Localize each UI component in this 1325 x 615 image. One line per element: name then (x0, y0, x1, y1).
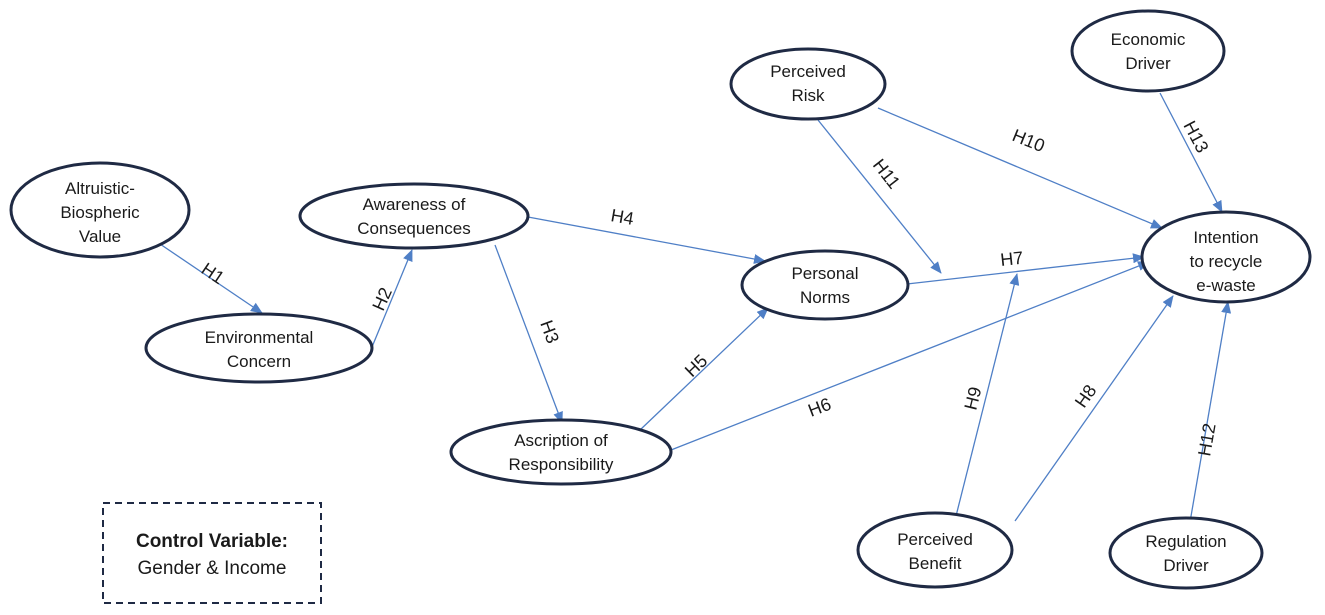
edge-label-h5: H5 (681, 351, 711, 381)
node-perceived-risk: Perceived Risk (729, 47, 887, 121)
control-variable-body: Gender & Income (138, 558, 287, 579)
edge-h6 (670, 261, 1150, 451)
node-label-line: Responsibility (509, 455, 614, 474)
edge-label-h6: H6 (805, 394, 834, 421)
node-label-line: Economic (1111, 30, 1186, 49)
node-economic-driver: Economic Driver (1070, 9, 1226, 93)
node-label-line: Concern (227, 352, 291, 371)
edge-h1 (159, 243, 263, 314)
node-personal-norms: Personal Norms (740, 249, 910, 321)
edge-h9 (954, 273, 1020, 521)
edge-h4 (527, 216, 766, 264)
node-label-line: Driver (1163, 556, 1209, 575)
node-label-line: Norms (800, 288, 850, 307)
node-label-line: e-waste (1196, 276, 1256, 295)
node-intention-to-recycle: Intention to recycle e-waste (1140, 210, 1312, 304)
node-regulation-driver: Regulation Driver (1108, 516, 1264, 590)
node-label-line: Ascription of (514, 431, 608, 450)
edges (159, 92, 1232, 523)
edge-h12 (1189, 301, 1232, 523)
node-label-line: to recycle (1190, 252, 1263, 271)
node-label-line: Biospheric (60, 203, 140, 222)
edge-label-h11: H11 (869, 155, 904, 192)
edge-h5 (639, 307, 769, 431)
edge-label-h8: H8 (1071, 381, 1101, 411)
node-environmental-concern: Environmental Concern (144, 312, 374, 384)
node-label-line: Driver (1125, 54, 1171, 73)
edge-label-h7: H7 (999, 248, 1024, 270)
edge-label-h9: H9 (960, 385, 985, 412)
edge-label-h4: H4 (609, 205, 635, 229)
edge-labels: H1 H2 H3 H4 H5 H6 H7 H8 H9 H10 H11 H12 H… (198, 117, 1220, 457)
edge-label-h2: H2 (368, 284, 396, 313)
edge-h7 (906, 253, 1145, 285)
node-label-line: Environmental (205, 328, 314, 347)
control-variable-title: Control Variable: (136, 531, 288, 552)
edge-h10 (877, 107, 1163, 229)
node-label-line: Intention (1193, 228, 1258, 247)
node-label-line: Personal (791, 264, 858, 283)
node-ascription-of-responsibility: Ascription of Responsibility (449, 418, 673, 486)
control-variable-box: Control Variable: Gender & Income (102, 502, 322, 604)
edge-h13 (1159, 92, 1223, 213)
edge-h8 (1014, 295, 1174, 522)
node-perceived-benefit: Perceived Benefit (856, 511, 1014, 589)
node-label-line: Risk (791, 86, 825, 105)
node-label-line: Value (79, 227, 121, 246)
edge-label-h13: H13 (1179, 117, 1212, 156)
node-label-line: Perceived (770, 62, 846, 81)
node-label-line: Regulation (1145, 532, 1226, 551)
edge-label-h3: H3 (536, 318, 563, 346)
edge-h11 (817, 119, 942, 274)
edge-h2 (371, 249, 413, 348)
edge-label-h10: H10 (1010, 125, 1048, 156)
node-altruistic-biospheric-value: Altruistic- Biospheric Value (9, 161, 191, 259)
node-label-line: Benefit (909, 554, 962, 573)
node-label-line: Perceived (897, 530, 973, 549)
node-awareness-of-consequences: Awareness of Consequences (298, 182, 530, 250)
edge-h3 (494, 244, 563, 424)
node-label-line: Altruistic- (65, 179, 135, 198)
edge-label-h1: H1 (198, 259, 228, 288)
edge-label-h12: H12 (1194, 422, 1219, 458)
node-label-line: Awareness of (363, 195, 466, 214)
node-label-line: Consequences (357, 219, 470, 238)
